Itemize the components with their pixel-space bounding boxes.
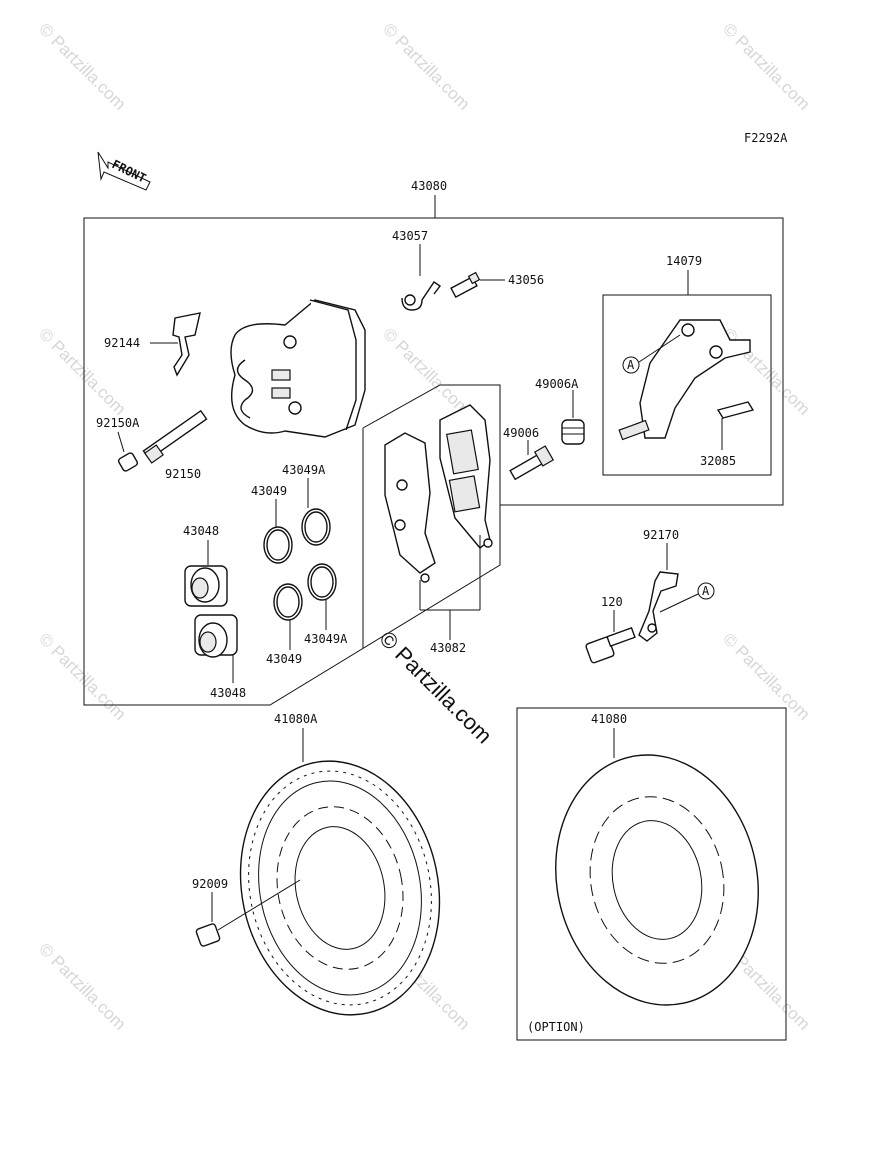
watermark: © Partzilla.com [719,324,813,418]
option-note: (OPTION) [527,1020,585,1034]
brake-disc-right-icon [555,754,759,1006]
watermark: © Partzilla.com [35,939,129,1033]
front-arrow-icon: FRONT [97,151,151,191]
part-label-43049-top: 43049 [251,484,287,498]
bracket-subframe [602,294,772,476]
part-label-14079: 14079 [666,254,702,268]
caliper-body-icon [230,299,366,438]
brake-disc-left-icon [239,760,441,1016]
piston-seals-icon [263,508,337,621]
caliper-assembly-frame [83,217,784,706]
callout-a-marker: A [702,584,710,598]
part-label-43049A-bot: 43049A [304,632,348,646]
part-label-43080: 43080 [411,179,447,193]
pin-boot-icon [561,419,585,445]
hose-clamp-icon [638,571,679,642]
pad-spring-icon [172,312,201,377]
part-label-41080: 41080 [591,712,627,726]
part-label-43057: 43057 [392,229,428,243]
caliper-bracket-icon [618,319,751,441]
figure-code: F2292A [744,131,788,145]
pad-spring-plate-icon [716,401,755,419]
callout-a-marker: A [627,358,635,372]
part-label-43082: 43082 [430,641,466,655]
watermark: © Partzilla.com [719,19,813,113]
part-label-43048-top: 43048 [183,524,219,538]
option-disc-frame [516,707,787,1041]
pistons-icon [184,565,238,658]
part-label-49006: 49006 [503,426,539,440]
bleeder-cap-icon [401,281,442,311]
part-label-43056: 43056 [508,273,544,287]
caliper-pin-icon [117,409,208,472]
part-label-92144: 92144 [104,336,140,350]
watermark: © Partzilla.com [379,324,473,418]
watermark: © Partzilla.com [35,629,129,723]
part-label-43048-bot: 43048 [210,686,246,700]
part-label-43049-bot: 43049 [266,652,302,666]
part-label-92150A: 92150A [96,416,140,430]
brake-pads-icon [384,404,493,583]
watermark: © Partzilla.com [35,19,129,113]
front-label: FRONT [110,157,149,185]
watermark: © Partzilla.com [379,19,473,113]
disc-bolt-icon [195,879,301,947]
part-label-92009: 92009 [192,877,228,891]
slide-pin-icon [509,445,555,481]
part-label-49006A: 49006A [535,377,579,391]
bleeder-valve-icon [450,271,481,298]
part-label-120: 120 [601,595,623,609]
part-label-43049A-top: 43049A [282,463,326,477]
watermark: © Partzilla.com [719,629,813,723]
part-label-92170: 92170 [643,528,679,542]
part-label-32085: 32085 [700,454,736,468]
part-label-41080A: 41080A [274,712,318,726]
part-label-92150: 92150 [165,467,201,481]
pad-subframe [362,384,501,648]
bolt-120-icon [585,626,636,664]
